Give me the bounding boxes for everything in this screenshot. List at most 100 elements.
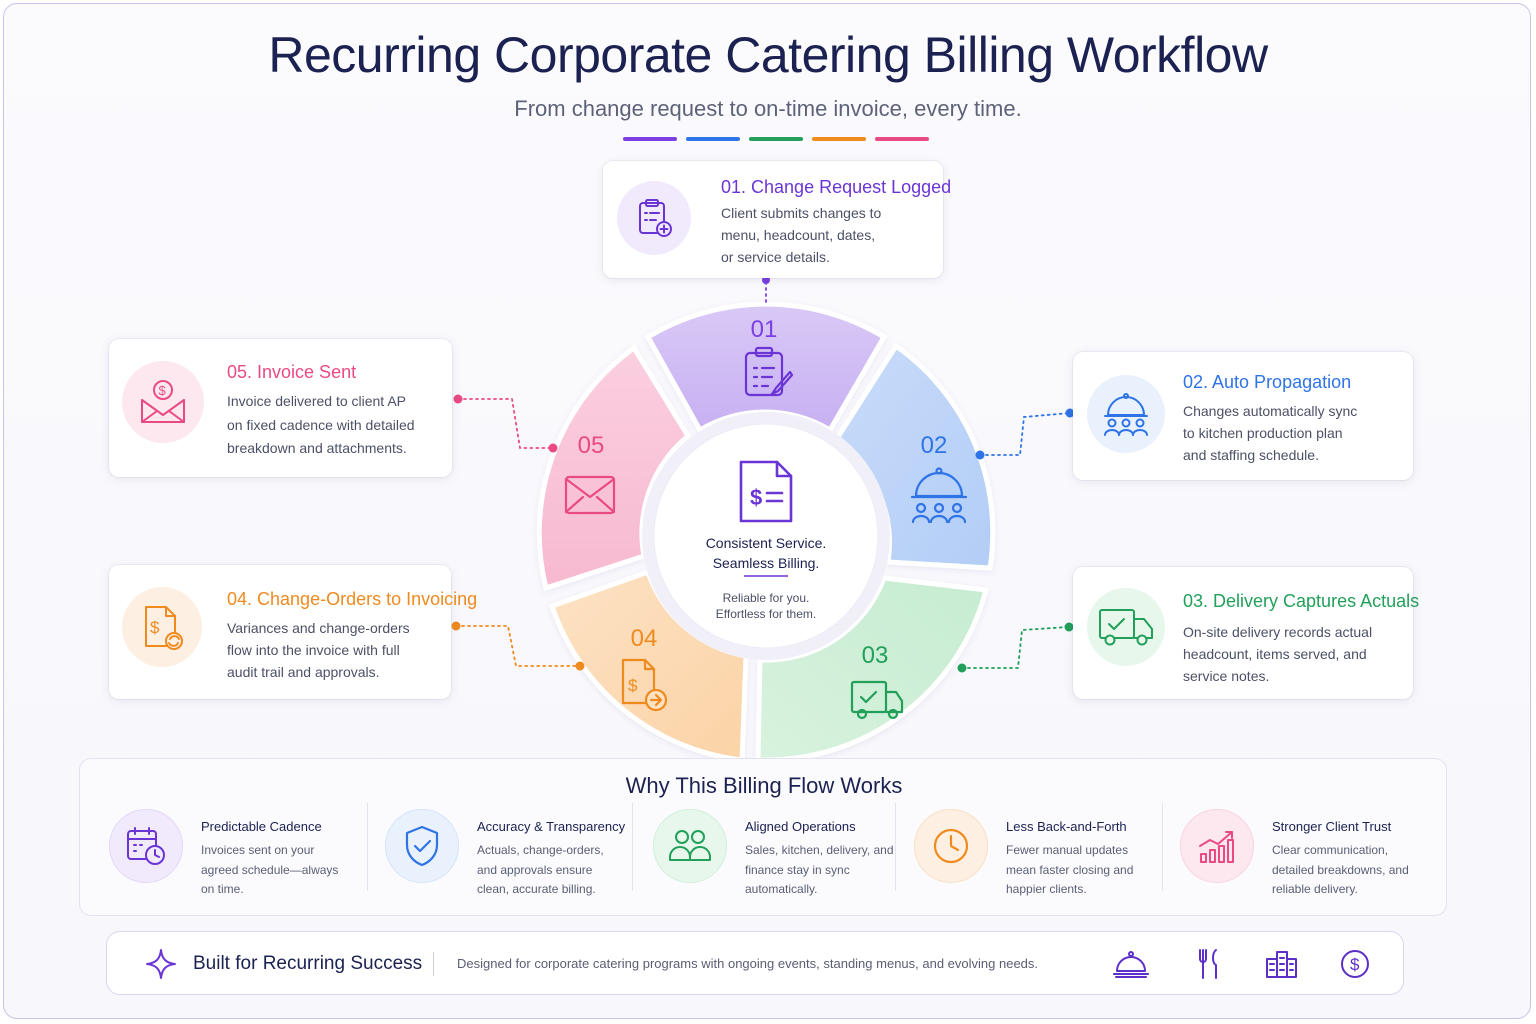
bar-purple [623, 137, 677, 141]
center-line-3: Reliable for you. [722, 591, 810, 605]
dollar-coin-icon: $ [1337, 946, 1373, 982]
footer-divider [433, 952, 434, 976]
growth-chart-icon [1180, 809, 1254, 883]
center-line-4: Effortless for them. [715, 607, 817, 621]
feature-desc: Actuals, change-orders, and approvals en… [477, 843, 604, 896]
connector-04 [455, 625, 581, 667]
feature-divider [632, 803, 633, 891]
step-05-title: 05. Invoice Sent [227, 362, 357, 382]
step-card-01[interactable]: 01. Change Request Logged Client submits… [603, 161, 951, 278]
building-icon [1263, 946, 1299, 982]
segment-envelope-icon [564, 475, 616, 515]
connector-03 [961, 626, 1069, 669]
feature-divider [367, 803, 368, 891]
footer-title: Built for Recurring Success [193, 953, 423, 974]
envelope-dollar-icon: $ [122, 361, 204, 443]
segment-05 [536, 344, 692, 592]
connector-dot-01a [762, 276, 770, 284]
step-card-04[interactable]: $ 04. Change-Orders to Invoicing Varianc… [109, 565, 477, 699]
connector-dot-03b [1064, 622, 1074, 632]
step-04-desc-line: audit trail and approvals. [227, 664, 380, 680]
step-04-desc: Variances and change-orders flow into th… [227, 617, 410, 683]
footer-desc: Designed for corporate catering programs… [457, 956, 1039, 971]
step-03-desc: On-site delivery records actual headcoun… [1183, 621, 1372, 687]
page-title: Recurring Corporate Catering Billing Wor… [268, 27, 1268, 83]
feature-title: Less Back-and-Forth [1006, 819, 1127, 834]
step-01-desc: Client submits changes to menu, headcoun… [721, 202, 881, 268]
connector-dot-04a [451, 621, 461, 631]
invoice-doc-icon: $ [739, 460, 793, 523]
bar-orange [812, 137, 866, 141]
connector-dot-03a [957, 663, 967, 673]
fork-knife-icon [1191, 946, 1227, 982]
segment-number-04: 04 [631, 625, 658, 652]
feature-client-trust: Stronger Client Trust Clear communicatio… [1180, 803, 1430, 903]
sparkle-icon [145, 948, 177, 980]
feature-aligned-operations: Aligned Operations Sales, kitchen, deliv… [653, 803, 903, 903]
step-card-02[interactable]: 02. Auto Propagation Changes automatical… [1073, 352, 1413, 480]
connector-dot-05b [548, 443, 558, 453]
page-subtitle: From change request to on-time invoice, … [514, 96, 1022, 121]
step-02-title: 02. Auto Propagation [1183, 372, 1352, 392]
svg-text:$: $ [750, 485, 762, 510]
step-03-desc-line: service notes. [1183, 668, 1270, 684]
svg-text:$: $ [150, 618, 160, 637]
feature-title: Stronger Client Trust [1272, 819, 1392, 834]
feature-desc: Invoices sent on your agreed schedule—al… [201, 843, 339, 896]
center-line-1: Consistent Service. [705, 535, 827, 551]
bar-green [749, 137, 803, 141]
step-01-desc-line: Client submits changes to [721, 205, 882, 221]
connector-dot-04b [575, 661, 585, 671]
segment-number-01: 01 [751, 316, 778, 343]
step-05-desc: Invoice delivered to client AP on fixed … [227, 390, 415, 461]
segment-cloche-icon [910, 467, 968, 524]
svg-text:$: $ [159, 383, 167, 398]
svg-text:$: $ [628, 676, 638, 695]
step-02-desc-line: Changes automatically sync [1183, 403, 1358, 419]
connector-dot-02b [1065, 408, 1075, 418]
connector-05 [457, 398, 553, 449]
step-02-desc-line: to kitchen production plan [1183, 425, 1343, 441]
feature-divider [895, 803, 896, 891]
step-card-05[interactable]: $ 05. Invoice Sent Invoice delivered to … [109, 339, 452, 477]
cloche-icon [1113, 946, 1149, 982]
segment-number-03: 03 [862, 642, 889, 669]
step-01-desc-line: menu, headcount, dates, [721, 227, 876, 243]
step-03-desc-line: On-site delivery records actual [1183, 624, 1373, 640]
segment-truck-icon [850, 680, 904, 720]
connector-dot-05a [453, 394, 463, 404]
center-line-2: Seamless Billing. [712, 555, 820, 571]
step-04-desc-line: Variances and change-orders [227, 620, 410, 636]
step-05-desc-line: breakdown and attachments. [227, 440, 407, 456]
step-02-desc-line: and staffing schedule. [1183, 447, 1319, 463]
step-04-title: 04. Change-Orders to Invoicing [227, 589, 478, 609]
segment-document-icon: $ [621, 658, 668, 712]
svg-text:$: $ [1350, 955, 1360, 974]
segment-clipboard-icon [744, 346, 794, 397]
center-headline: Consistent Service. Seamless Billing. [656, 533, 876, 573]
step-card-03[interactable]: 03. Delivery Captures Actuals On-site de… [1073, 567, 1419, 699]
why-title: Why This Billing Flow Works [625, 773, 903, 798]
step-01-desc-line: or service details. [721, 249, 830, 265]
step-04-desc-line: flow into the invoice with full [227, 642, 400, 658]
step-03-desc-line: headcount, items served, and [1183, 646, 1367, 662]
footer-banner: Built for Recurring Success Designed for… [106, 931, 1404, 995]
feature-less-back-and-forth: Less Back-and-Forth Fewer manual updates… [914, 803, 1164, 903]
shield-check-icon [385, 809, 459, 883]
feature-title: Accuracy & Transparency [477, 819, 626, 834]
step-02-desc: Changes automatically sync to kitchen pr… [1183, 400, 1357, 466]
cloche-team-icon [1087, 375, 1165, 453]
feature-desc: Clear communication, detailed breakdowns… [1272, 843, 1409, 896]
feature-divider [1162, 803, 1163, 891]
segment-number-02: 02 [921, 432, 948, 459]
why-section: Why This Billing Flow Works Predictable … [79, 758, 1447, 916]
calendar-clock-icon [109, 809, 183, 883]
connector-02 [979, 412, 1071, 456]
center-tagline: Reliable for you. Effortless for them. [656, 590, 876, 622]
feature-title: Predictable Cadence [201, 819, 322, 834]
feature-desc: Fewer manual updates mean faster closing… [1006, 843, 1134, 896]
step-03-title: 03. Delivery Captures Actuals [1183, 591, 1420, 611]
feature-desc: Sales, kitchen, delivery, and finance st… [745, 843, 894, 896]
clock-icon [914, 809, 988, 883]
